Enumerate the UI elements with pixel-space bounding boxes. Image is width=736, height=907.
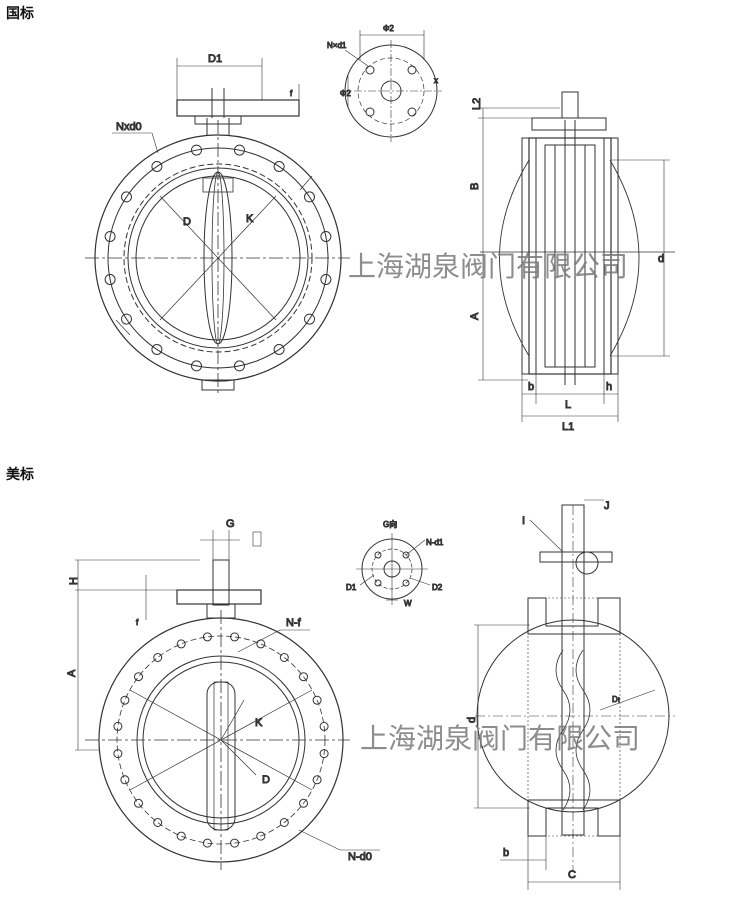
- bolt-hole: [230, 838, 240, 848]
- bolt-hole: [134, 798, 143, 808]
- section-label-us: 美标: [6, 467, 34, 483]
- us-label-j: J: [604, 500, 610, 512]
- bolt-hole: [312, 775, 322, 785]
- bolt-hole: [153, 818, 163, 827]
- gb-label-x: x: [434, 76, 438, 85]
- us-label-k: K: [255, 717, 263, 729]
- us-label-h: H: [68, 577, 80, 585]
- us-label-b: b: [503, 847, 509, 859]
- gb-label-k: K: [246, 213, 254, 225]
- bolt-hole: [304, 191, 315, 203]
- bolt-hole: [104, 231, 116, 242]
- bolt-hole: [153, 653, 163, 662]
- us-label-g: G: [226, 518, 235, 530]
- us-label-c: C: [568, 869, 576, 881]
- us-label-i: I: [522, 515, 525, 527]
- gb-label-f: f: [290, 89, 293, 98]
- bolt-hole: [256, 831, 266, 841]
- bolt-hole: [320, 274, 332, 285]
- us-label-nf: N-f: [286, 617, 302, 629]
- us-front-view: [75, 530, 380, 870]
- gb-label-d1: D1: [208, 53, 222, 65]
- gb-side-view: [478, 91, 675, 422]
- bolt-hole: [202, 632, 212, 642]
- us-label-d-side: d: [466, 717, 478, 723]
- bolt-hole: [234, 360, 245, 372]
- gb-label-h: h: [606, 381, 612, 393]
- section-label-gb: 国标: [6, 6, 34, 22]
- gb-label-l2: L2: [471, 98, 483, 110]
- bolt-hole: [202, 838, 212, 848]
- bolt-hole: [273, 344, 285, 355]
- bolt-hole: [121, 313, 132, 325]
- bolt-hole: [273, 161, 285, 172]
- bolt-hole: [134, 672, 143, 682]
- bolt-hole: [230, 632, 240, 642]
- us-label-w: W: [404, 599, 412, 608]
- gb-front-view: [85, 58, 350, 395]
- bolt-hole: [113, 749, 123, 759]
- gb-label-nxd1: N×d1: [327, 41, 347, 50]
- bolt-hole: [176, 639, 186, 649]
- bolt-hole: [256, 639, 266, 649]
- gb-label-d-side: d: [658, 253, 664, 265]
- bolt-hole: [113, 721, 123, 731]
- gb-label-a: A: [469, 312, 481, 320]
- bolt-hole: [319, 721, 329, 731]
- bolt-hole: [191, 360, 202, 372]
- bolt-hole: [151, 161, 163, 172]
- gb-label-phi2-top: Φ2: [383, 24, 394, 33]
- us-bolt-holes: [113, 632, 329, 848]
- us-side-view: [474, 499, 675, 890]
- gb-label-b-bottom: b: [528, 381, 534, 393]
- us-label-di: Dı: [612, 695, 620, 704]
- watermark-top: 上海湖泉阀门有限公司: [348, 250, 628, 283]
- us-label-f: f: [136, 618, 139, 627]
- us-label-d2: D2: [432, 583, 443, 592]
- gb-label-nxd0: Nxd0: [116, 121, 142, 133]
- watermark-bottom: 上海湖泉阀门有限公司: [360, 722, 640, 755]
- gb-label-b: B: [469, 183, 481, 190]
- us-label-nd0: N-d0: [348, 851, 372, 863]
- bolt-hole: [299, 672, 308, 682]
- gb-label-phi2-side: Φ2: [340, 89, 351, 98]
- us-label-nd1: N-d1: [426, 538, 444, 547]
- bolt-hole: [234, 144, 245, 156]
- gb-label-d: D: [183, 216, 191, 228]
- bolt-hole: [176, 831, 186, 841]
- bolt-hole: [319, 749, 329, 759]
- gb-bolt-holes: [104, 144, 332, 372]
- bolt-hole: [120, 695, 130, 705]
- us-top-flange-detail: [356, 533, 431, 605]
- bolt-hole: [121, 191, 132, 203]
- gb-label-l: L: [565, 399, 571, 411]
- bolt-hole: [312, 695, 322, 705]
- us-label-a: A: [66, 669, 78, 677]
- bolt-hole: [279, 653, 289, 662]
- bolt-hole: [104, 274, 116, 285]
- bolt-hole: [151, 344, 163, 355]
- bolt-hole: [120, 775, 130, 785]
- us-label-gdir: G向: [383, 519, 397, 529]
- gb-label-l1: L1: [562, 421, 574, 433]
- bolt-hole: [191, 144, 202, 156]
- bolt-hole: [320, 231, 332, 242]
- gb-top-flange-detail: [340, 30, 442, 142]
- bolt-hole: [304, 313, 315, 325]
- us-label-d: D: [262, 774, 270, 786]
- bolt-hole: [299, 798, 308, 808]
- us-label-d1: D1: [346, 583, 357, 592]
- bolt-hole: [279, 818, 289, 827]
